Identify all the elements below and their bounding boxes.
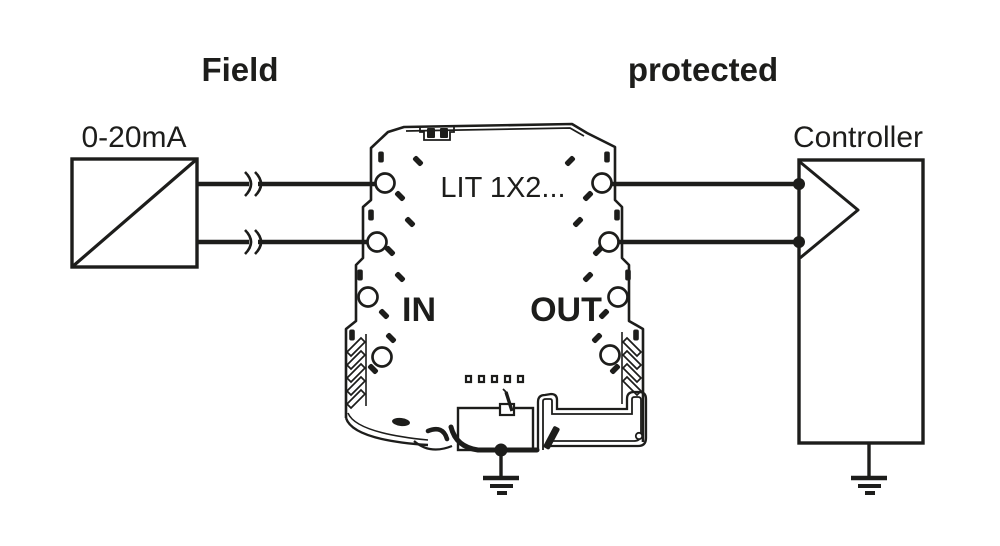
terminal-circle xyxy=(357,286,379,308)
field-wires xyxy=(197,171,380,255)
terminal-circle xyxy=(371,346,393,368)
vent-squares xyxy=(464,374,525,384)
module-earth-ground xyxy=(448,424,540,495)
cable-break-icon xyxy=(244,171,263,197)
module-outline xyxy=(344,122,645,442)
din-rail-notch xyxy=(498,402,516,417)
module-in-label: IN xyxy=(402,291,436,329)
terminal-circle xyxy=(366,231,388,253)
terminal-circles xyxy=(357,172,629,368)
bus-connector-clip xyxy=(419,126,455,141)
terminal-circle xyxy=(591,172,613,194)
terminal-slot-marks xyxy=(349,151,639,375)
controller-earth-ground xyxy=(851,443,887,495)
terminal-circle xyxy=(607,286,629,308)
transmitter-diagonal-icon xyxy=(70,157,199,269)
terminal-circle xyxy=(599,344,621,366)
release-lever xyxy=(504,391,514,412)
junction-dot xyxy=(793,178,805,190)
controller-box xyxy=(793,158,925,445)
cable-break-icon xyxy=(244,229,263,255)
snap-latch xyxy=(425,426,450,442)
terminal-circle xyxy=(374,172,396,194)
clamp-spring xyxy=(543,426,560,450)
bottom-detail-oval xyxy=(392,417,410,427)
rail-clamp-outer xyxy=(536,390,648,450)
module-top-inner-line xyxy=(405,127,585,137)
controller-rect xyxy=(797,158,925,445)
field-device-box xyxy=(70,157,199,269)
left-foot-hatching xyxy=(345,336,367,410)
junction-dot xyxy=(793,236,805,248)
release-lever-tip xyxy=(502,388,508,394)
module-housing xyxy=(344,122,648,452)
controller-label: Controller xyxy=(793,121,923,154)
terminal-circle xyxy=(598,231,620,253)
module-type-label: LIT 1X2... xyxy=(440,172,565,204)
ground-wire xyxy=(448,424,540,453)
field-zone-label: Field xyxy=(201,51,278,88)
transmitter-label: 0-20mA xyxy=(81,121,186,154)
output-wires xyxy=(606,181,799,245)
bottom-left-curve-outer xyxy=(344,417,429,447)
protected-zone-label: protected xyxy=(628,51,778,88)
earth-ground-icon xyxy=(851,475,887,495)
snap-latch-loop xyxy=(413,440,453,451)
amplifier-icon xyxy=(799,160,860,260)
earth-ground-icon xyxy=(483,475,519,495)
module-out-label: OUT xyxy=(530,291,602,329)
din-rail-block xyxy=(456,406,535,452)
din-rail xyxy=(456,388,648,452)
bottom-left-curve-inner xyxy=(347,412,429,441)
rail-clamp-hook-hole xyxy=(634,431,644,441)
right-foot-hatching xyxy=(621,336,643,397)
